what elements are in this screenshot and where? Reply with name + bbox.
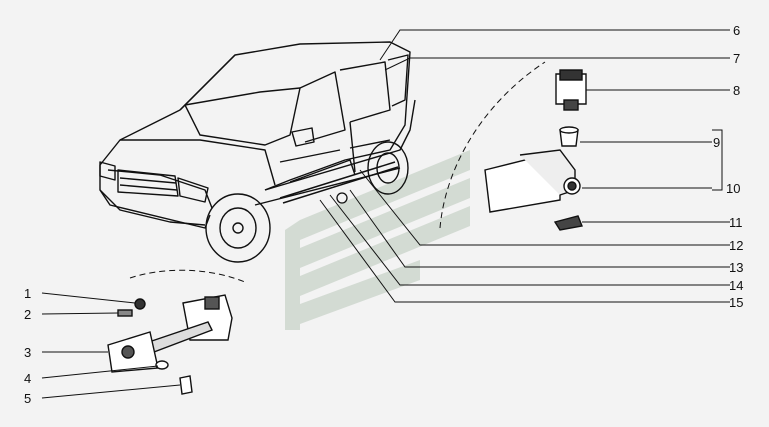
callout-7: 7	[733, 51, 740, 66]
hinge-parts	[484, 69, 587, 231]
callout-11: 11	[729, 215, 743, 230]
callout-2: 2	[24, 307, 31, 322]
callout-12: 12	[729, 238, 743, 253]
watermark-logo	[285, 150, 470, 330]
callouts-right: 6 7 8 9 10 11 12 13 14 15	[713, 23, 743, 310]
callout-14: 14	[729, 278, 743, 293]
dash-arcs	[129, 61, 546, 283]
leader-lines-right	[319, 29, 730, 303]
callouts-left: 1 2 3 4 5	[24, 286, 31, 406]
callout-10: 10	[726, 181, 740, 196]
callout-8: 8	[733, 83, 740, 98]
callout-4: 4	[24, 371, 31, 386]
plug-part-15	[336, 192, 348, 204]
door-seal-strip	[279, 161, 399, 204]
callout-5: 5	[24, 391, 31, 406]
callout-6: 6	[733, 23, 740, 38]
leader-lines-left	[41, 292, 181, 399]
callout-13: 13	[729, 260, 743, 275]
callout-15: 15	[729, 295, 743, 310]
door-check-assembly	[107, 294, 233, 395]
callout-3: 3	[24, 345, 31, 360]
callout-9: 9	[713, 135, 720, 150]
callout-1: 1	[24, 286, 31, 301]
